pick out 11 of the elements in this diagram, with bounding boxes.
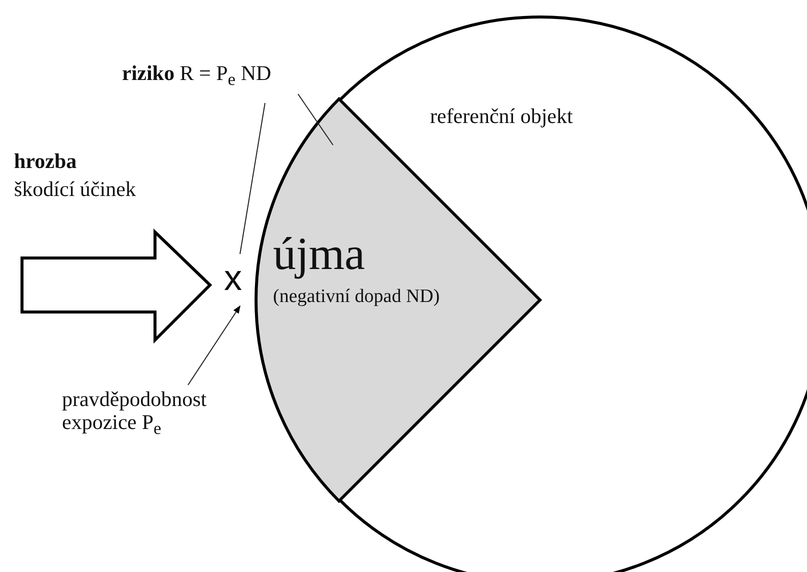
harm-heading: újma <box>273 229 365 280</box>
risk-formula: riziko R = P$_{e}$ ND <box>122 62 272 90</box>
leader-line <box>240 102 266 254</box>
arrow <box>188 305 240 386</box>
leader-line <box>298 94 334 146</box>
exposure-probability: pravděpodobnost expozice P$_{e}$ <box>62 388 208 439</box>
cross-mark: x <box>224 258 242 298</box>
harm-note: (negativní dopad ND) <box>273 287 440 308</box>
object-label: referenční objekt <box>430 105 573 128</box>
threat-note: škodící účinek <box>14 178 136 202</box>
threat-heading: hrozba <box>14 150 77 174</box>
